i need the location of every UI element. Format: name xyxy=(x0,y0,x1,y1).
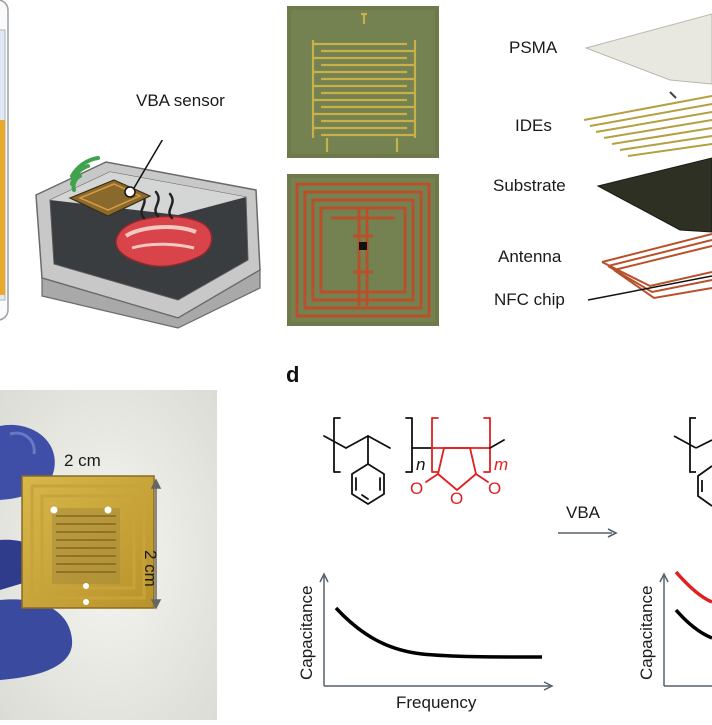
ide-photo xyxy=(287,6,439,158)
xlabel: Frequency xyxy=(396,693,477,712)
sensor-label: VBA sensor xyxy=(136,91,225,110)
sensor-chip-photo xyxy=(21,475,155,609)
product-structure-partial xyxy=(670,410,712,520)
ylabel-right: Capacitance xyxy=(637,585,656,680)
layer-label-nfc-chip: NFC chip xyxy=(494,290,565,309)
panel-letter-d: d xyxy=(286,362,300,387)
capacitance-curve xyxy=(334,606,543,659)
ide-photo-graphic xyxy=(287,6,439,158)
layer-antenna xyxy=(601,233,712,300)
capacitance-plot-right-graphic: Capacitance xyxy=(637,570,712,687)
phone-edge-graphic xyxy=(0,0,9,321)
nfc-chip-pointer xyxy=(587,275,712,301)
ylabel: Capacitance xyxy=(297,585,316,680)
capacitance-curve-black xyxy=(674,608,712,640)
antenna-photo xyxy=(287,174,439,326)
wireless-signal-icon xyxy=(70,156,100,192)
capacitance-plot-left: Frequency Capacitance xyxy=(292,570,562,720)
reaction-arrow xyxy=(556,526,620,540)
styrene-unit xyxy=(323,417,433,505)
sensor-pointer-dot xyxy=(124,186,136,198)
tray-graphic xyxy=(35,109,261,329)
subscript-m: m xyxy=(494,455,508,474)
layer-label-psma: PSMA xyxy=(509,38,558,57)
reaction-arrow-icon xyxy=(558,528,618,538)
svg-text:O: O xyxy=(488,479,501,498)
layer-label-ides: IDEs xyxy=(515,116,552,135)
antenna-photo-graphic xyxy=(287,174,439,326)
reaction-label: VBA xyxy=(566,503,601,522)
subscript-n: n xyxy=(416,455,425,474)
maleic-anhydride-unit xyxy=(425,417,491,491)
oxygen-labels: O O O xyxy=(410,479,501,508)
layer-substrate xyxy=(596,157,712,233)
food-tray-illustration xyxy=(28,109,268,330)
layer-label-substrate: Substrate xyxy=(493,176,566,195)
sensor-photo xyxy=(0,390,217,720)
interdigitated-electrodes xyxy=(311,12,417,152)
psma-structure: n m O O O xyxy=(318,408,538,538)
dimension-arrow-vertical xyxy=(150,478,162,610)
layer-psma xyxy=(584,13,712,85)
capacitance-plot-right: Capacitance xyxy=(632,570,712,720)
meat-icon xyxy=(115,215,213,268)
svg-text:O: O xyxy=(410,479,423,498)
sensor-photo-graphic xyxy=(0,390,217,720)
phone-edge xyxy=(0,0,12,322)
photo-height-label: 2 cm xyxy=(141,550,160,587)
nfc-chip-square xyxy=(359,242,367,250)
layer-label-antenna: Antenna xyxy=(498,247,562,266)
capacitance-plot-left-graphic: Frequency Capacitance xyxy=(297,572,554,712)
layer-ides xyxy=(583,91,712,157)
phone-screen-pattern xyxy=(0,120,5,295)
product-structure-graphic xyxy=(673,417,712,507)
psma-structure-graphic: n m O O O xyxy=(323,417,508,508)
svg-text:O: O xyxy=(450,489,463,508)
capacitance-curve-red xyxy=(674,570,712,604)
layer-stack-graphic xyxy=(583,13,712,301)
antenna-coil xyxy=(295,182,431,318)
layer-stack xyxy=(580,0,712,330)
photo-width-label: 2 cm xyxy=(64,451,101,470)
